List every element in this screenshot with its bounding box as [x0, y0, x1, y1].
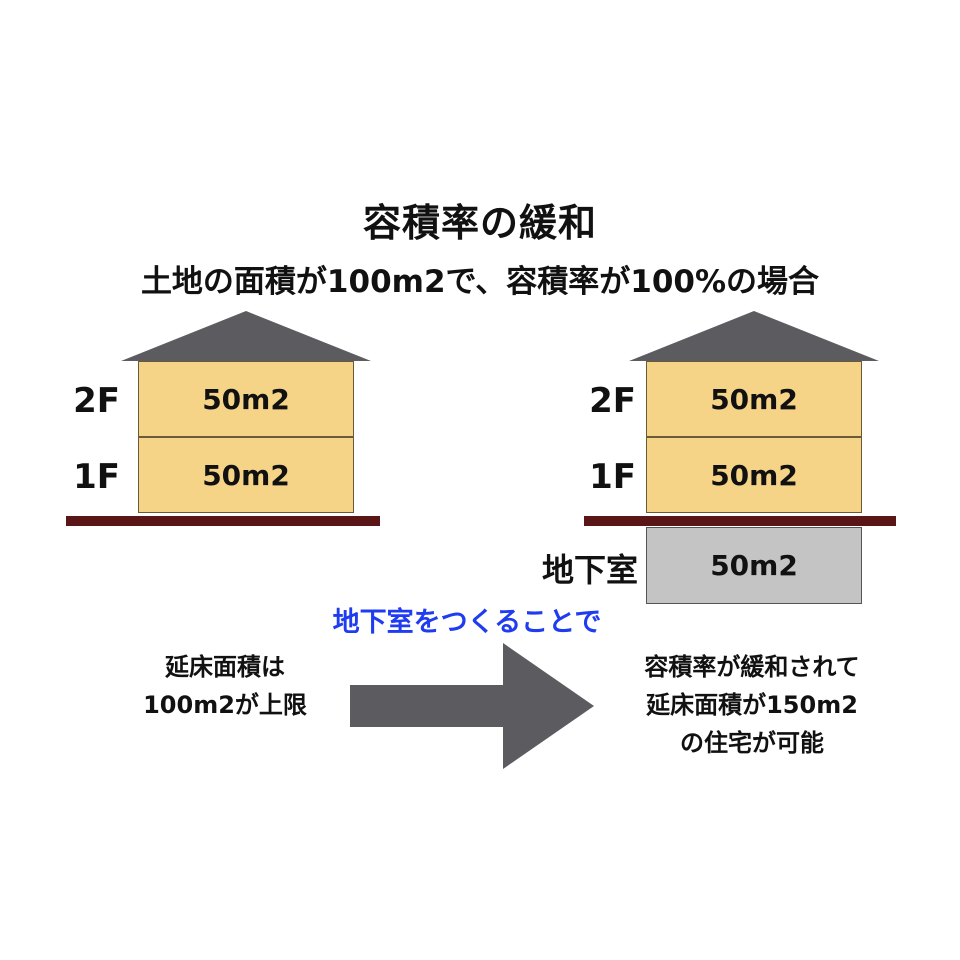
right-floor-2f: 50m2 [646, 361, 862, 437]
basement-floor: 50m2 [646, 527, 862, 604]
before-text: 延床面積は 100m2が上限 [100, 648, 350, 724]
left-house-roof [121, 311, 371, 361]
after-text-line3: の住宅が可能 [680, 729, 824, 757]
basement-label: 地下室 [541, 551, 638, 589]
before-text-line2: 100m2が上限 [143, 691, 307, 719]
before-text-line1: 延床面積は [165, 653, 285, 681]
diagram-title: 容積率の緩和 [362, 201, 597, 245]
left-floor-1f: 50m2 [138, 437, 354, 513]
left-floor-label-2f: 2F [73, 381, 120, 421]
right-house-roof [629, 311, 879, 361]
basement-note: 地下室をつくることで [332, 607, 602, 638]
left-floor-label-1f: 1F [73, 457, 120, 497]
after-text-line1: 容積率が緩和されて [644, 653, 860, 681]
left-floor-2f: 50m2 [138, 361, 354, 437]
left-ground-line [66, 516, 380, 526]
right-floor-label-2f: 2F [589, 381, 636, 421]
after-text-line2: 延床面積が150m2 [646, 691, 858, 719]
right-ground-line [584, 516, 896, 526]
right-floor-label-1f: 1F [589, 457, 636, 497]
after-text: 容積率が緩和されて 延床面積が150m2 の住宅が可能 [597, 648, 907, 762]
right-floor-1f: 50m2 [646, 437, 862, 513]
right-arrow-icon [350, 643, 594, 769]
diagram-subtitle: 土地の面積が100m2で、容積率が100%の場合 [140, 264, 820, 300]
